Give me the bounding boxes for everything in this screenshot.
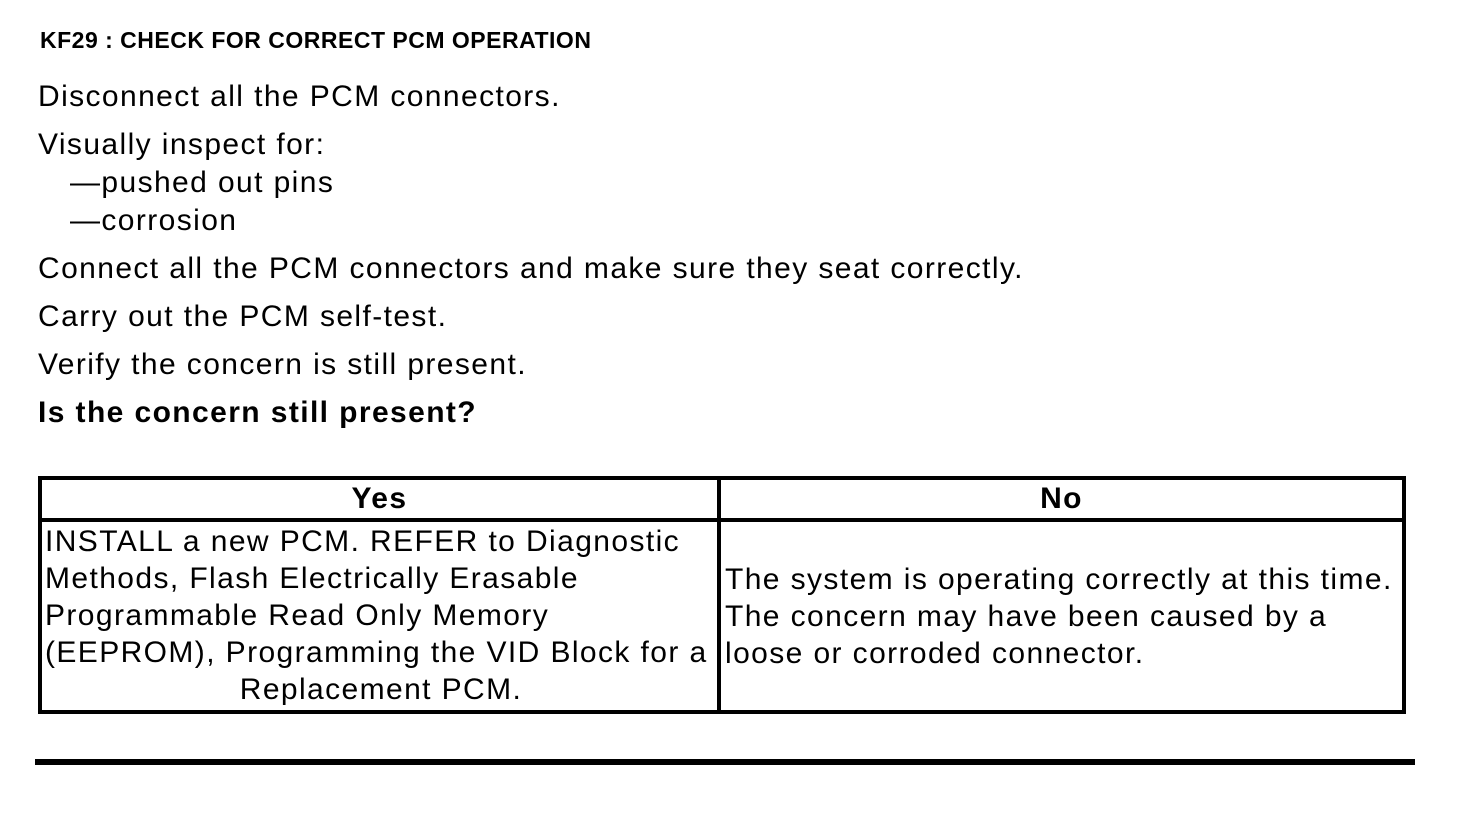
step-self-test: Carry out the PCM self-test. (38, 300, 448, 333)
decision-table-header-no: No (717, 476, 1406, 522)
decision-question: Is the concern still present? (38, 396, 478, 429)
decision-table-cell-yes-action: INSTALL a new PCM. REFER to Diagnostic M… (38, 518, 721, 714)
step-verify-concern: Verify the concern is still present. (38, 348, 527, 381)
decision-table-body: INSTALL a new PCM. REFER to Diagnostic M… (38, 518, 1406, 714)
step-disconnect-connectors: Disconnect all the PCM connectors. (38, 80, 561, 113)
procedure-title-text: KF29 : CHECK FOR CORRECT PCM OPERATION (40, 27, 592, 53)
inspect-list: —pushed out pins —corrosion (38, 164, 1416, 240)
decision-table-header-yes: Yes (38, 476, 721, 522)
decision-table-row: INSTALL a new PCM. REFER to Diagnostic M… (38, 518, 1406, 714)
decision-table-cell-no-action: The system is operating correctly at thi… (717, 518, 1406, 714)
step-connect-connectors: Connect all the PCM connectors and make … (38, 252, 1024, 285)
inspect-item-corrosion: —corrosion (70, 204, 238, 237)
step-visually-inspect: Visually inspect for: (38, 128, 326, 161)
decision-table-header-row: Yes No (38, 476, 1406, 522)
procedure-title: KF29 : CHECK FOR CORRECT PCM OPERATION (40, 26, 1416, 54)
decision-table: Yes No INSTALL a new PCM. REFER to Diagn… (38, 476, 1406, 714)
inspect-item-pushed-out-pins: —pushed out pins (70, 166, 335, 199)
section-divider-rule (35, 759, 1415, 765)
